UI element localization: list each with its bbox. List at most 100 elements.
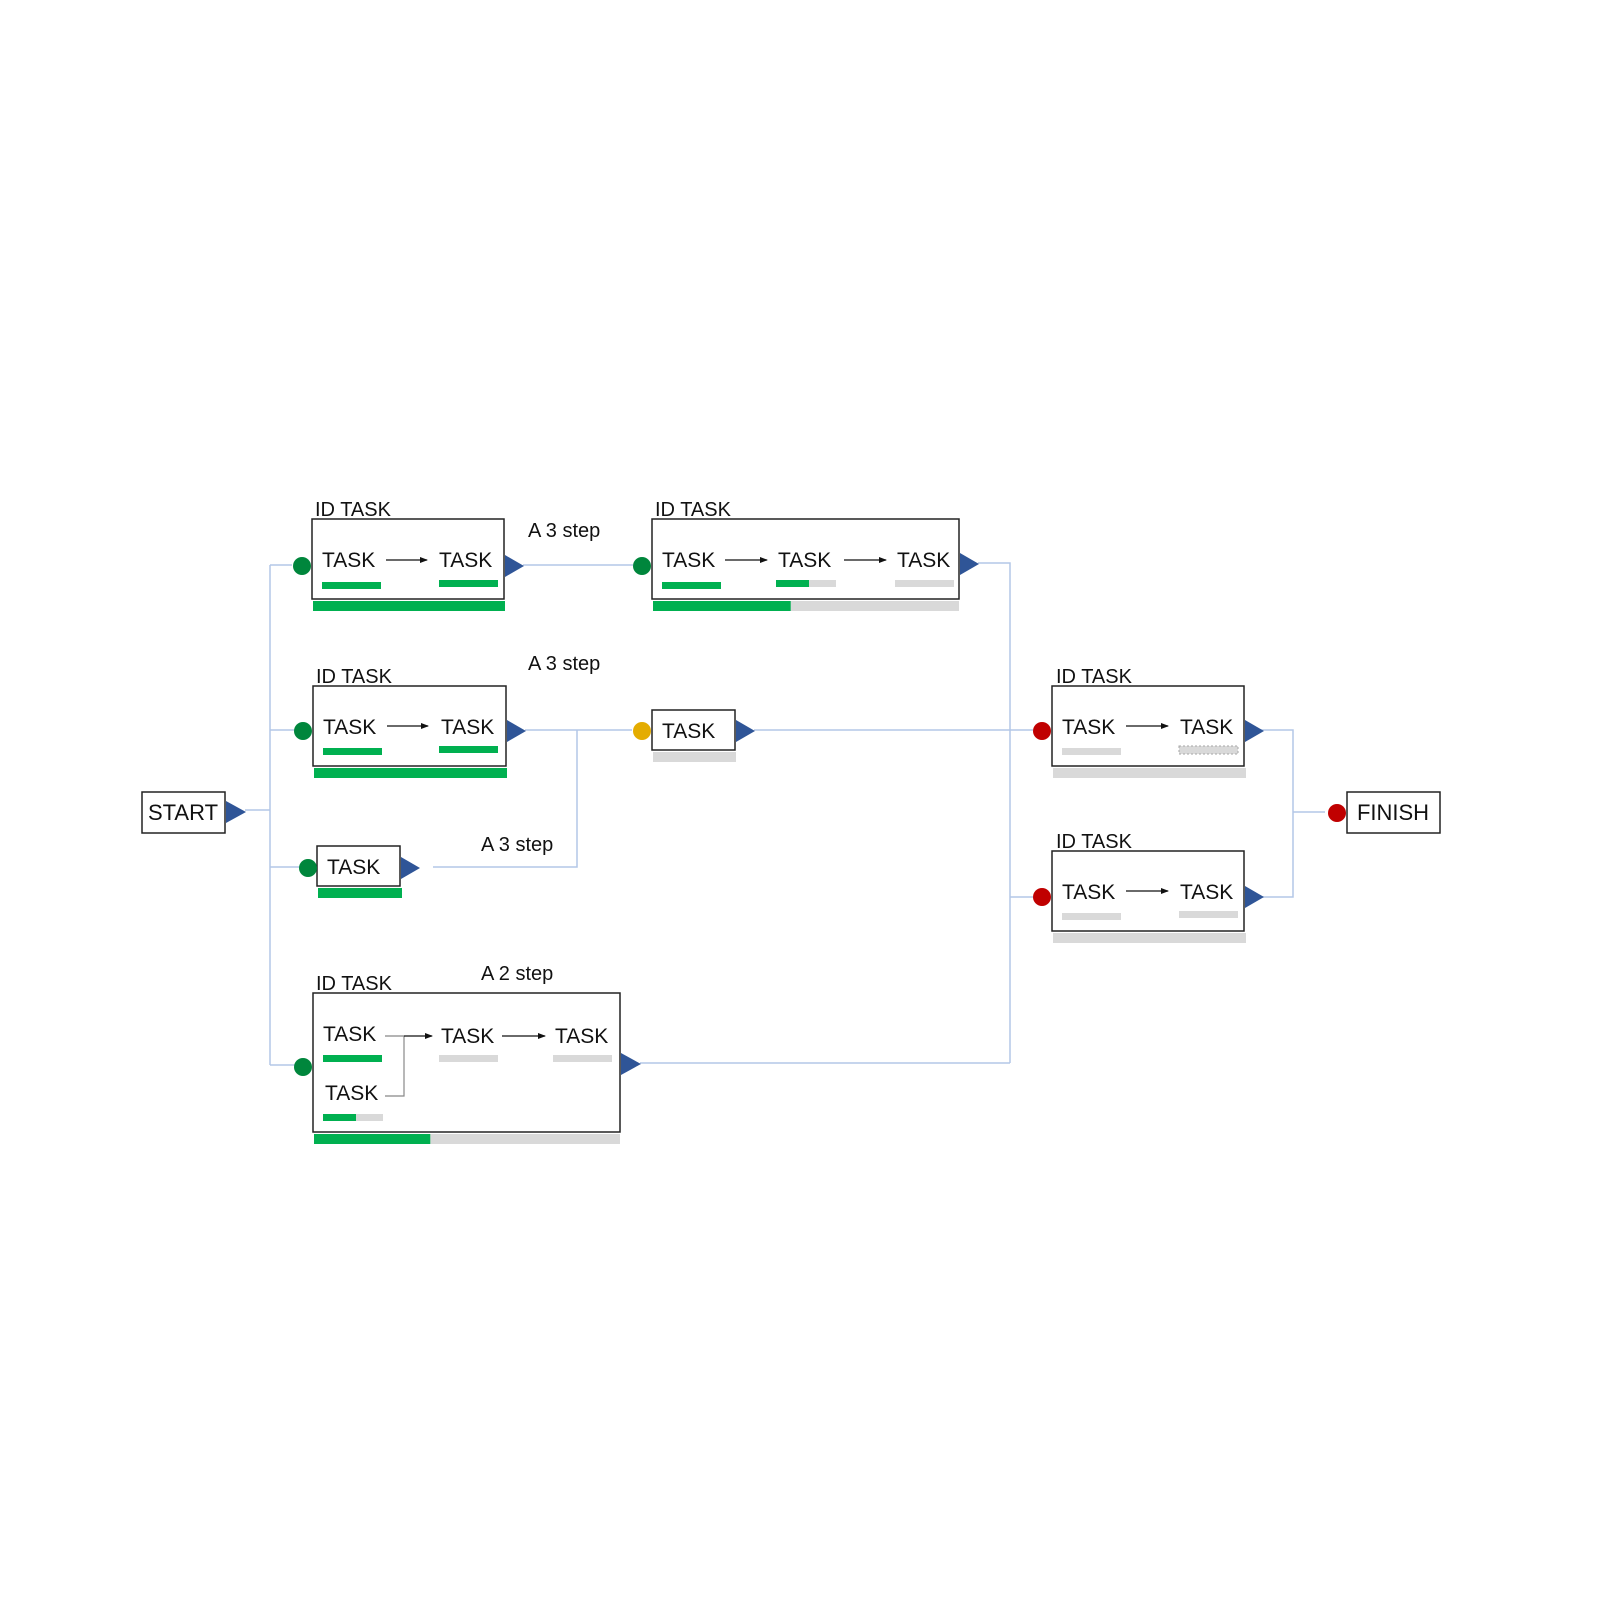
node-progress: [313, 601, 505, 611]
progress-fill: [314, 768, 507, 778]
finish-status-indicator: [1328, 804, 1346, 822]
progress-track: [314, 1134, 620, 1144]
task-label: TASK: [1180, 881, 1233, 904]
start-output-port[interactable]: [226, 801, 246, 823]
node-title: ID TASK: [316, 666, 393, 688]
output-port[interactable]: [507, 720, 526, 742]
status-indicator: [294, 722, 312, 740]
output-port[interactable]: [401, 857, 420, 879]
node-box: [651, 709, 736, 751]
progress-fill: [439, 746, 498, 753]
node-title: ID TASK: [316, 973, 393, 995]
node-box: [312, 992, 621, 1133]
output-port[interactable]: [1245, 886, 1264, 908]
node-n3[interactable]: ID TASK A 3 step TASK TASK: [294, 653, 600, 778]
task-progress: [776, 580, 836, 587]
task-label: TASK: [662, 549, 715, 572]
task-label: TASK: [327, 856, 380, 879]
task-label: TASK: [555, 1025, 608, 1048]
progress-fill: [439, 580, 498, 587]
task-label: TASK: [322, 549, 375, 572]
progress-track: [553, 1055, 612, 1062]
node-progress: [1053, 768, 1246, 778]
progress-track: [653, 601, 959, 611]
task-progress: [662, 582, 721, 589]
node-n4[interactable]: A 3 step TASK: [299, 834, 553, 898]
step-note: A 3 step: [481, 834, 553, 856]
node-n5[interactable]: TASK: [633, 709, 755, 762]
progress-track: [895, 580, 954, 587]
node-progress: [1053, 933, 1246, 943]
step-note: A 2 step: [481, 963, 553, 985]
progress-fill: [323, 1055, 382, 1062]
node-n6[interactable]: ID TASK A 2 step TASK TASK TASK TASK: [294, 963, 641, 1144]
node-progress: [314, 768, 507, 778]
task-progress: [1179, 911, 1238, 918]
progress-fill: [314, 1134, 431, 1144]
step-note: A 3 step: [528, 653, 600, 675]
finish-box: [1346, 791, 1441, 834]
node-box: [316, 845, 401, 887]
start-label: START: [148, 800, 218, 825]
task-progress: [323, 748, 382, 755]
node-title: ID TASK: [655, 499, 732, 521]
node-progress: [653, 752, 736, 762]
status-indicator: [293, 557, 311, 575]
step-note: A 3 step: [528, 520, 600, 542]
output-port[interactable]: [960, 553, 979, 575]
progress-fill: [323, 1114, 356, 1121]
task-progress: [895, 580, 954, 587]
task-progress: [439, 1055, 498, 1062]
task-label: TASK: [1062, 881, 1115, 904]
output-port[interactable]: [1245, 720, 1264, 742]
output-port[interactable]: [505, 555, 524, 577]
task-label: TASK: [323, 716, 376, 739]
join-connector: [385, 1036, 405, 1097]
task-label: TASK: [662, 720, 715, 743]
progress-fill: [662, 582, 721, 589]
status-indicator: [633, 722, 651, 740]
progress-fill: [323, 748, 382, 755]
connector-n4-n5: [433, 730, 578, 868]
status-indicator: [1033, 888, 1051, 906]
task-label: TASK: [441, 716, 494, 739]
task-progress: [322, 582, 381, 589]
progress-track: [1062, 748, 1121, 755]
task-progress: [1062, 913, 1121, 920]
output-port[interactable]: [736, 720, 755, 742]
node-title: ID TASK: [1056, 666, 1133, 688]
status-indicator: [1033, 722, 1051, 740]
task-label: TASK: [439, 549, 492, 572]
task-label: TASK: [325, 1082, 378, 1105]
progress-track: [1179, 911, 1238, 918]
node-n8[interactable]: ID TASK TASK TASK: [1033, 831, 1264, 943]
node-n7[interactable]: ID TASK TASK TASK: [1033, 666, 1264, 778]
task-label: TASK: [778, 549, 831, 572]
progress-track: [1062, 913, 1121, 920]
node-n1[interactable]: ID TASK A 3 step TASK TASK: [293, 499, 600, 611]
node-n2[interactable]: ID TASK TASK TASK TASK: [633, 499, 979, 611]
progress-track: [1178, 745, 1239, 755]
task-progress: [439, 580, 498, 587]
node-title: ID TASK: [1056, 831, 1133, 853]
output-port[interactable]: [621, 1053, 641, 1075]
connector-n7-finish: [1260, 729, 1294, 898]
finish-terminal[interactable]: FINISH: [1328, 791, 1441, 834]
node-progress: [314, 1134, 620, 1144]
start-terminal[interactable]: START: [141, 791, 246, 834]
task-progress: [439, 746, 498, 753]
connector-n2-merge: [978, 562, 1011, 1063]
task-progress: [1062, 748, 1121, 755]
task-progress: [1178, 745, 1239, 755]
status-indicator: [294, 1058, 312, 1076]
progress-track: [1053, 933, 1246, 943]
connectors: [245, 562, 1325, 1066]
progress-track: [439, 1055, 498, 1062]
progress-fill: [653, 601, 791, 611]
task-label: TASK: [1062, 716, 1115, 739]
status-indicator: [299, 859, 317, 877]
start-box: [141, 791, 226, 834]
task-label: TASK: [1180, 716, 1233, 739]
node-progress: [653, 601, 959, 611]
